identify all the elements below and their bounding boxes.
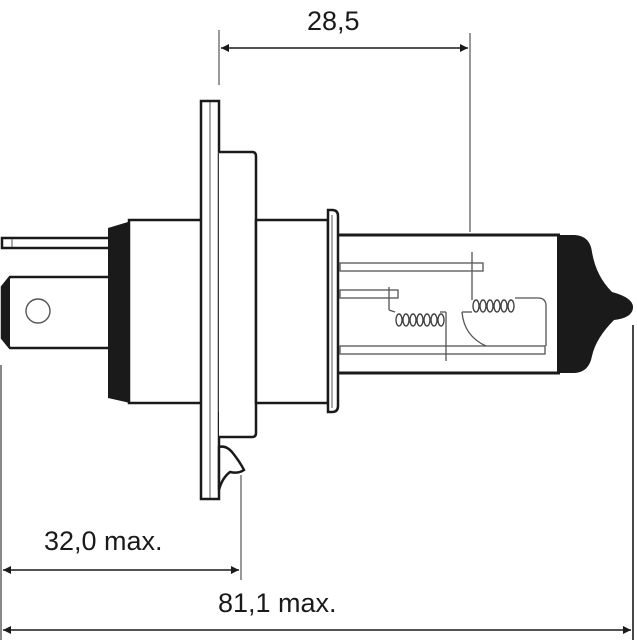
flange-tab <box>217 445 246 491</box>
flange-collar <box>219 150 258 439</box>
filament-wires <box>339 252 547 361</box>
base-housing <box>127 218 204 405</box>
large-pin <box>0 275 112 350</box>
neck-ring <box>326 208 340 414</box>
dimension-label-32-0: 32,0 max. <box>44 526 163 556</box>
high-beam-coil <box>472 299 515 313</box>
glass-bulb <box>338 233 634 375</box>
neck <box>254 218 330 405</box>
dimension-label-81-1: 81,1 max. <box>218 588 337 618</box>
small-pin <box>0 236 112 250</box>
flange <box>199 99 221 501</box>
insulator-band <box>108 222 130 403</box>
dimension-label-28-5: 28,5 <box>307 6 360 36</box>
dimension-28-5 <box>218 30 471 232</box>
low-beam-coil <box>395 313 445 327</box>
